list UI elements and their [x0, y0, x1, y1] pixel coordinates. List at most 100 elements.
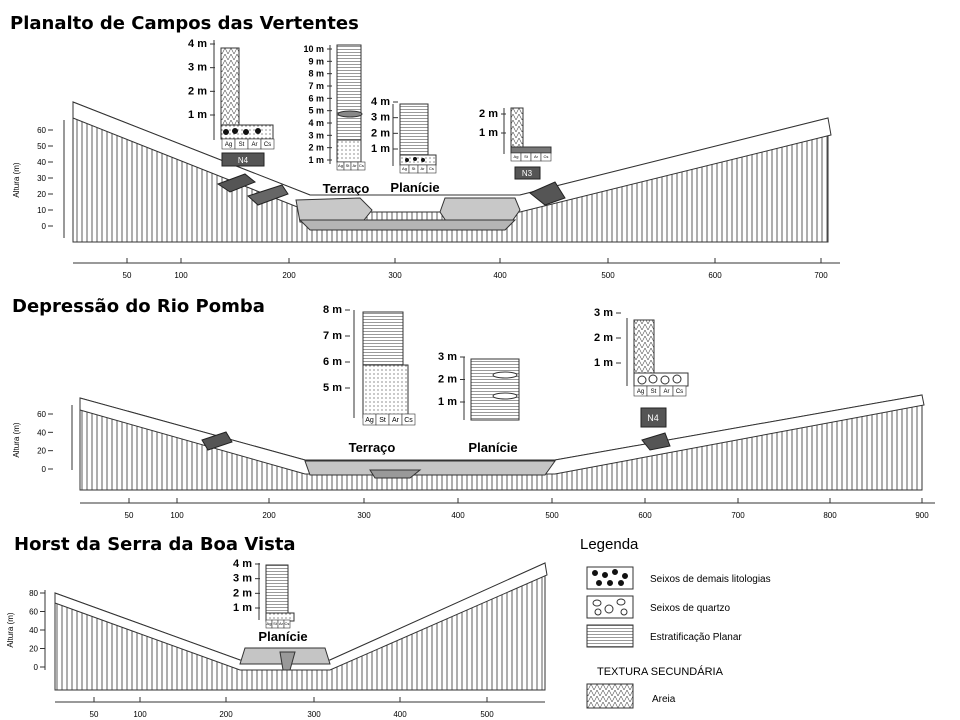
grain-size-label: Ar — [664, 389, 670, 395]
section-planicie: 3 m2 m1 m Planície — [438, 351, 520, 455]
section-height-label: 2 m — [438, 374, 457, 386]
section-height-label: 2 m — [594, 332, 613, 344]
grain-size-label: Ag — [402, 166, 407, 171]
y-axis-tick-label: 40 — [37, 428, 46, 437]
y-axis-tick-label: 80 — [29, 589, 38, 598]
grain-size-label: Ar — [534, 154, 539, 159]
x-axis-tick-label: 700 — [814, 271, 828, 280]
grain-size-label: Ar — [279, 621, 284, 626]
y-axis-tick-label: 60 — [29, 608, 38, 617]
legend: Legenda Seixos de demais litologias Seix… — [580, 536, 771, 709]
badge-n3-label: N3 — [522, 169, 533, 178]
section-height-label: 4 m — [308, 118, 324, 128]
grain-size-cell — [540, 152, 552, 162]
river-channel — [298, 219, 517, 231]
section-height-label: 1 m — [308, 155, 324, 165]
section-height-label: 10 m — [303, 44, 324, 54]
legend-swatch-sand — [586, 683, 634, 709]
section-height-label: 2 m — [371, 127, 390, 139]
grain-size-label: Ag — [365, 417, 374, 424]
section-height-label: 1 m — [371, 143, 390, 155]
x-axis-tick-label: 800 — [823, 511, 837, 520]
x-axis-tick-label: 500 — [601, 271, 615, 280]
y-axis-tick-label: 20 — [29, 645, 38, 654]
river-channel — [279, 651, 296, 671]
grain-size-cell — [283, 619, 291, 629]
legend-swatch-planar-stratification — [586, 624, 634, 648]
grain-size-label: St — [651, 389, 657, 395]
section-height-label: 6 m — [308, 93, 324, 103]
caption-planicie: Planície — [468, 440, 517, 455]
y-axis-tick-label: 40 — [37, 158, 46, 167]
x-axis-tick-label: 100 — [174, 271, 188, 280]
y-axis-tick-label: 60 — [37, 410, 46, 419]
grain-size-label: Cs — [676, 389, 683, 395]
grain-size-cell — [260, 138, 275, 150]
terrace-deposit-right — [641, 432, 671, 451]
x-axis-tick-label: 100 — [133, 710, 147, 719]
section-height-label: 2 m — [479, 108, 498, 120]
section-height-label: 1 m — [479, 127, 498, 139]
y-axis-label: Altura (m) — [6, 612, 15, 647]
y-axis-tick-label: 0 — [42, 465, 47, 474]
section-height-label: 4 m — [188, 38, 207, 50]
y-axis-tick-label: 30 — [37, 174, 46, 183]
grain-size-label: Ag — [267, 621, 272, 626]
x-axis-tick-label: 400 — [493, 271, 507, 280]
x-axis-tick-label: 50 — [123, 271, 132, 280]
caption-terraco: Terraço — [323, 181, 370, 196]
y-axis-label: Altura (m) — [12, 422, 21, 457]
floodplain-fill — [304, 460, 556, 476]
section-height-label: 2 m — [233, 587, 252, 599]
section-height-label: 6 m — [323, 356, 342, 368]
section-height-label: 1 m — [438, 396, 457, 408]
grain-size-label: St — [346, 163, 351, 168]
y-axis-tick-label: 40 — [29, 626, 38, 635]
x-axis-tick-label: 300 — [357, 511, 371, 520]
terrace-deposit-right — [529, 181, 566, 206]
badge-n4 — [640, 407, 667, 428]
grain-size-label: Ag — [637, 389, 644, 395]
legend-title: Legenda — [580, 536, 639, 553]
panel-title-depressao: Depressão do Rio Pomba — [12, 296, 265, 317]
badge-n4-label: N4 — [647, 413, 659, 423]
river-channel — [369, 469, 422, 479]
grain-size-label: Ar — [421, 166, 426, 171]
terrace-deposit-left — [201, 431, 233, 451]
grain-size-label: Cs — [359, 163, 364, 168]
caption-planicie: Planície — [390, 180, 439, 195]
x-axis-tick-label: 50 — [125, 511, 134, 520]
x-axis-tick-label: 600 — [708, 271, 722, 280]
section-height-label: 3 m — [308, 130, 324, 140]
section-height-label: 1 m — [188, 109, 207, 121]
legend-label-2: Estratificação Planar — [650, 632, 742, 643]
x-axis-tick-label: 50 — [90, 710, 99, 719]
y-axis-tick-label: 10 — [37, 206, 46, 215]
grain-size-label: Cs — [544, 154, 549, 159]
valley-surface-band — [72, 101, 832, 213]
x-axis-tick-label: 500 — [545, 511, 559, 520]
grain-size-label: Ar — [392, 417, 400, 424]
section-height-label: 2 m — [308, 143, 324, 153]
grain-size-cell — [401, 413, 416, 426]
section-height-label: 9 m — [308, 56, 324, 66]
legend-label-1: Seixos de quartzo — [650, 603, 730, 614]
terrace-deposit-left — [216, 173, 256, 193]
panel-title-horst: Horst da Serra da Boa Vista — [14, 534, 296, 555]
caption-planicie: Planície — [258, 629, 307, 644]
grain-size-label: Ag — [514, 154, 519, 159]
section-height-label: 7 m — [323, 330, 342, 342]
grain-size-label: Ag — [338, 163, 343, 168]
grain-size-cell — [426, 164, 437, 174]
section-height-label: 5 m — [308, 106, 324, 116]
x-axis-tick-label: 300 — [307, 710, 321, 719]
floodplain-fill — [295, 197, 373, 226]
section-height-label: 2 m — [188, 85, 207, 97]
